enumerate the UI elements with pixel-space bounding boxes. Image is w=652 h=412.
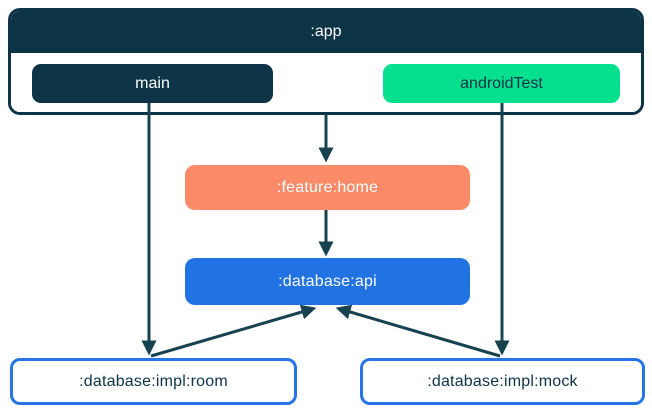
node-database-api: :database:api: [185, 258, 470, 305]
arrow-impl-room-to-database-api: [150, 304, 317, 358]
node-database-impl-mock-label: :database:impl:mock: [427, 372, 578, 390]
node-database-impl-room: :database:impl:room: [10, 358, 297, 405]
arrow-impl-mock-to-database-api: [335, 304, 501, 358]
node-feature-home: :feature:home: [185, 165, 470, 210]
node-database-api-label: :database:api: [278, 272, 377, 290]
node-database-impl-mock: :database:impl:mock: [360, 358, 645, 405]
node-app-label: :app: [310, 23, 342, 40]
node-main: main: [32, 64, 273, 103]
node-database-impl-room-label: :database:impl:room: [79, 372, 228, 390]
node-app-container: :app main androidTest: [8, 8, 644, 115]
node-android-test-label: androidTest: [460, 74, 543, 92]
node-app-header: :app: [11, 11, 641, 53]
node-main-label: main: [135, 74, 170, 92]
node-feature-home-label: :feature:home: [276, 178, 379, 196]
node-app-body: main androidTest: [11, 53, 641, 112]
node-android-test: androidTest: [383, 64, 620, 103]
